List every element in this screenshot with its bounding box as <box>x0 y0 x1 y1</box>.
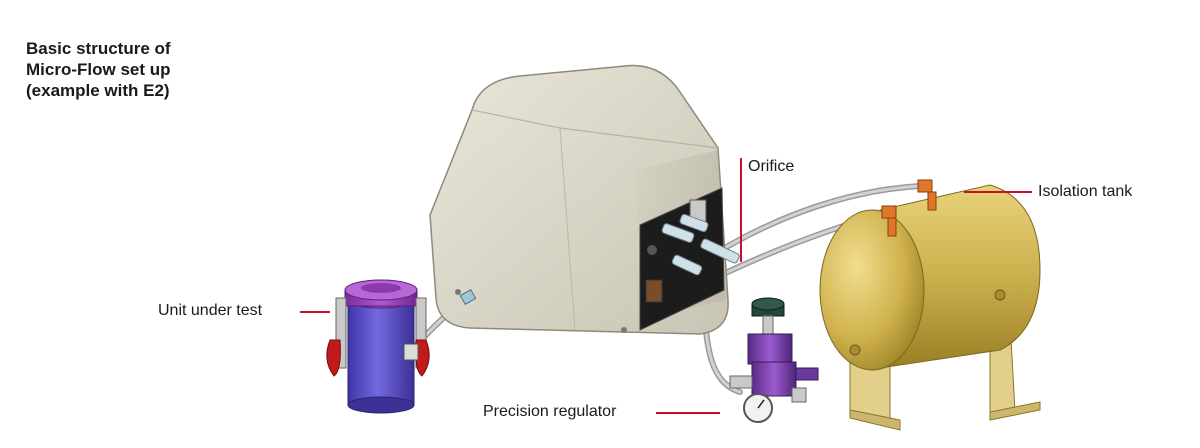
precision-regulator <box>729 297 819 423</box>
title-line-1: Basic structure of <box>26 39 171 58</box>
isolation-tank <box>819 179 1041 431</box>
label-isolation-tank: Isolation tank <box>1038 183 1133 200</box>
orifice-fittings <box>661 213 740 276</box>
leader-lines <box>300 158 1032 414</box>
diagram-title: Basic structure of Micro-Flow set up (ex… <box>26 38 286 101</box>
unit-under-test <box>326 279 477 414</box>
tank-fitting-upper <box>917 179 933 193</box>
tank-end-cap <box>819 209 925 371</box>
title-line-3: (example with E2) <box>26 81 170 100</box>
title-line-2: Micro-Flow set up <box>26 60 171 79</box>
label-unit-under-test: Unit under test <box>158 302 263 319</box>
tank-fitting-lower <box>881 205 897 219</box>
label-orifice: Orifice <box>748 158 795 175</box>
label-precision-regulator: Precision regulator <box>483 403 617 420</box>
micro-flow-housing <box>429 64 729 335</box>
